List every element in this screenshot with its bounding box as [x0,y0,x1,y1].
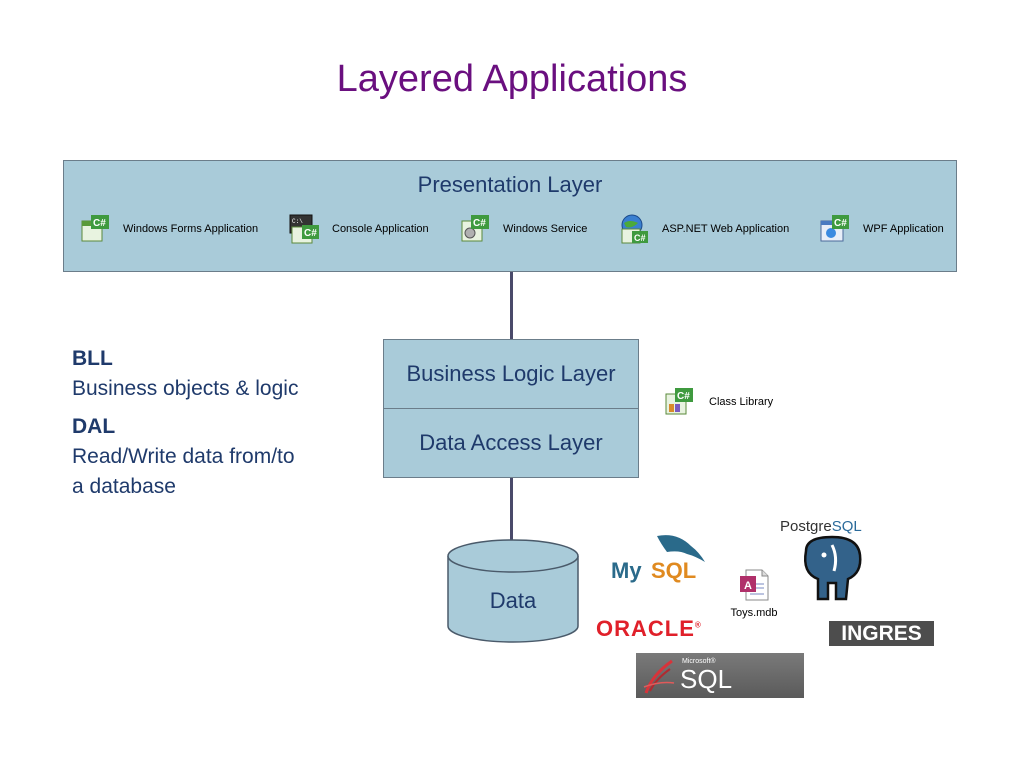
svg-text:PostgreSQL: PostgreSQL [780,518,862,535]
data-access-layer-box: Data Access Layer [383,408,639,478]
svg-text:C#: C# [634,233,646,243]
sqlserver-microsoft-label: Microsoft® [682,658,716,665]
svg-text:C#: C# [93,218,106,229]
svg-text:My: My [611,558,642,583]
app-label: ASP.NET Web Application [662,223,790,235]
ingres-logo: INGRES [829,621,934,646]
data-cylinder [447,539,579,643]
dal-description-line2: a database [72,475,176,498]
svg-text:C#: C# [834,218,847,229]
app-label: WPF Application [863,223,944,235]
app-console: C:\ C# Console Application [288,211,429,247]
svg-text:C#: C# [473,218,486,229]
slide-title: Layered Applications [336,58,688,100]
dal-description-line1: Read/Write data from/to [72,445,295,468]
class-library-item: C# Class Library [663,386,773,418]
app-aspnet-web: C# ASP.NET Web Application [618,211,789,247]
bll-heading: BLL [72,347,113,370]
csharp-console-icon: C:\ C# [289,214,319,244]
app-label: Windows Service [503,223,588,235]
toys-mdb-file: A Toys.mdb [729,568,779,619]
postgresql-logo: PostgreSQL [780,518,862,601]
bll-description: Business objects & logic [72,377,299,400]
svg-text:A: A [744,580,752,592]
connector-presentation-bll [510,272,513,340]
toys-mdb-label: Toys.mdb [730,607,778,619]
oracle-logo: ORACLE® [596,616,702,641]
svg-text:C#: C# [304,228,317,239]
access-database-icon: A [740,569,769,601]
svg-text:SQL: SQL [651,558,696,583]
app-windows-service: C# Windows Service [459,211,587,247]
csharp-web-icon: C# [621,214,648,244]
sqlserver-emblem-icon [643,659,675,694]
csharp-project-icon: C# [81,215,109,242]
notes-block: BLL Business objects & logic DAL Read/Wr… [72,344,362,502]
app-windows-forms: C# Windows Forms Application [79,211,258,247]
csharp-class-library-icon: C# [665,388,693,415]
connector-dal-data [510,478,513,543]
data-label: Data [489,588,537,613]
csharp-service-icon: C# [461,215,489,242]
presentation-layer-title: Presentation Layer [417,172,603,197]
sqlserver-label: SQL Server [680,664,757,725]
presentation-layer-box: Presentation Layer C# Windows Forms Appl… [63,160,957,272]
svg-text:C#: C# [677,391,690,402]
sqlserver-logo: Microsoft® SQL Server [636,653,804,725]
app-label: Console Application [332,223,429,235]
dal-heading: DAL [72,415,116,438]
class-library-label: Class Library [709,396,774,408]
business-logic-layer-box: Business Logic Layer [383,339,639,409]
csharp-wpf-icon: C# [820,215,849,242]
app-label: Windows Forms Application [123,223,259,235]
svg-text:C:\: C:\ [292,218,303,225]
app-wpf: C# WPF Application [819,211,944,247]
mysql-logo: My SQL [611,535,705,583]
